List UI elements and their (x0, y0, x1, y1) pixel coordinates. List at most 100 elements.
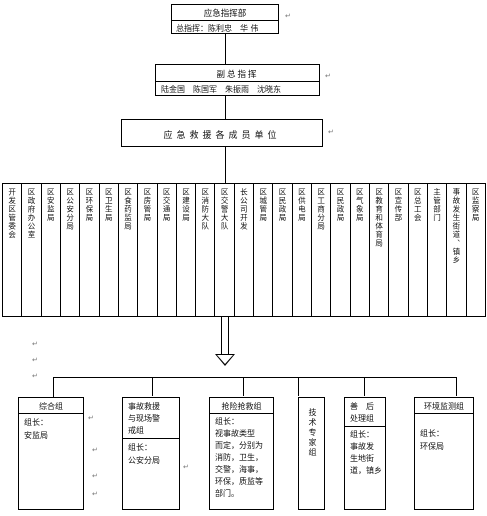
aftermath-group-title: 处理组 (350, 414, 374, 423)
emergency-rescue-group-box: 抢险抢救组 组长： 视事故类型 而定，分别为 消防，卫生， 交警，海事， 环保，… (209, 397, 274, 510)
member-unit-label: 事故发生街道、镇乡 (451, 188, 461, 265)
deputy-commander-title: 副总指挥 (216, 70, 259, 80)
emergency-rescue-text: 视事故类型 (215, 429, 255, 438)
paragraph-mark: ↵ (92, 446, 98, 454)
member-unit-cell: 区食药监局 (117, 184, 137, 316)
member-unit-label: 区消防大队 (200, 188, 210, 231)
member-unit-label: 区供电局 (297, 188, 307, 222)
member-unit-label: 区教育和体育局 (374, 188, 384, 248)
member-unit-label: 区宣传部 (393, 188, 403, 222)
member-unit-label: 开发区管委会 (7, 188, 17, 239)
member-unit-cell: 区民政局 (272, 184, 291, 316)
rescue-cordon-group-title: 与现场警 (128, 414, 160, 423)
member-unit-label: 区工商分局 (316, 188, 326, 231)
member-unit-cell: 区气象局 (349, 184, 369, 316)
aftermath-text: 事故发 (350, 442, 374, 451)
member-unit-cell: 区总工会 (407, 184, 427, 316)
connector-line (152, 377, 153, 396)
emergency-rescue-text: 而定，分别为 (215, 441, 263, 450)
divider (210, 413, 273, 414)
member-unit-cell: 区房管局 (137, 184, 156, 316)
member-unit-cell: 长公司开发 (233, 184, 253, 316)
member-unit-cell: 区交通局 (156, 184, 176, 316)
rescue-cordon-group-title: 事故救援 (128, 402, 160, 411)
member-unit-cell: 主管部门 (426, 184, 446, 316)
paragraph-mark: ↵ (325, 72, 331, 80)
member-unit-cell: 区宣传部 (388, 184, 407, 316)
connector-line (456, 377, 457, 396)
member-unit-label: 区环保局 (84, 188, 94, 222)
aftermath-text: 生地街 (350, 454, 374, 463)
paragraph-mark: ↵ (285, 12, 291, 20)
member-unit-cell: 事故发生街道、镇乡 (446, 184, 465, 316)
emergency-rescue-leader-label: 组长： (215, 417, 239, 426)
rescue-cordon-leader-label: 组长： (128, 443, 152, 452)
paragraph-mark: ↵ (183, 463, 189, 471)
paragraph-mark: ↵ (32, 340, 38, 348)
member-units-title: 应急救援各成员单位 (163, 131, 281, 141)
divider (123, 438, 179, 439)
emergency-rescue-text: 消防，卫生， (215, 453, 263, 462)
rescue-cordon-leader: 公安分局 (128, 456, 160, 465)
member-unit-cell: 区政府办公室 (21, 184, 40, 316)
connector-line (225, 96, 226, 119)
general-group-box: 综合组 组长： 安监局 (18, 397, 84, 510)
connector-line (53, 377, 54, 397)
environment-monitor-group-box: 环境监测组 组长： 环保局 (414, 397, 474, 510)
deputy-commander-names: 陆金国 陈国军 朱振雨 沈晓东 (161, 85, 281, 94)
connector-line (225, 34, 226, 64)
connector-line (364, 377, 365, 396)
member-unit-cell: 区公安分局 (59, 184, 79, 316)
deputy-commander-box: 副总指挥 陆金国 陈国军 朱振雨 沈晓东 (155, 64, 320, 96)
commander-names: 总指挥：陈利忠 华 伟 (176, 24, 259, 33)
emergency-rescue-text: 交警，海事， (215, 465, 263, 474)
member-unit-label: 区监察局 (471, 188, 481, 222)
member-unit-label: 长公司开发 (239, 188, 249, 231)
member-unit-cell: 区消防大队 (195, 184, 214, 316)
member-unit-label: 区卫生局 (104, 188, 114, 222)
environment-monitor-group-title: 环境监测组 (424, 402, 464, 411)
divider (156, 81, 319, 82)
member-unit-cell: 区卫生局 (98, 184, 118, 316)
member-unit-label: 区政府办公室 (26, 188, 36, 239)
member-unit-label: 主管部门 (432, 188, 442, 222)
member-unit-label: 区房管局 (142, 188, 152, 222)
member-unit-cell: 区教育和体育局 (368, 184, 388, 316)
environment-monitor-leader: 环保局 (420, 442, 444, 451)
down-arrow-shaft (221, 317, 229, 355)
member-unit-cell: 区安监局 (40, 184, 60, 316)
aftermath-group-title: 善 后 (350, 402, 374, 411)
member-unit-cell: 区建设局 (175, 184, 195, 316)
member-unit-cell: 区监察局 (465, 184, 485, 316)
tech-expert-group-box: 技术专家组 (298, 397, 325, 510)
member-units-title-box: 应急救援各成员单位 (121, 119, 323, 147)
emergency-rescue-group-title: 抢险抢救组 (221, 402, 262, 411)
member-unit-label: 区城管局 (258, 188, 268, 222)
member-unit-label: 区民政局 (335, 188, 345, 222)
aftermath-group-box: 善 后 处理组 组长： 事故发 生地街 道，镇乡 (344, 397, 386, 510)
member-unit-label: 区交通局 (162, 188, 172, 222)
member-unit-cell: 区城管局 (253, 184, 272, 316)
rescue-cordon-group-box: 事故救援 与现场警 戒组 组长： 公安分局 (122, 397, 180, 510)
general-group-leader-label: 组长： (24, 418, 48, 427)
member-unit-label: 区公安分局 (65, 188, 75, 231)
divider (172, 20, 278, 21)
aftermath-text: 道，镇乡 (350, 466, 382, 475)
member-unit-cell: 区供电局 (291, 184, 311, 316)
member-unit-label: 区气象局 (355, 188, 365, 222)
paragraph-mark: ↵ (92, 490, 98, 498)
paragraph-mark: ↵ (32, 372, 38, 380)
member-unit-cell: 区环保局 (79, 184, 98, 316)
rescue-cordon-group-title: 戒组 (128, 426, 144, 435)
paragraph-mark: ↵ (88, 414, 94, 422)
emergency-rescue-text: 环保，质监等 (215, 477, 263, 486)
member-unit-cell: 区工商分局 (311, 184, 330, 316)
member-unit-label: 区安监局 (46, 188, 56, 222)
aftermath-leader-label: 组长： (350, 430, 374, 439)
member-unit-cell: 区交警大队 (214, 184, 233, 316)
member-units-row: 开发区管委会区政府办公室区安监局区公安分局区环保局区卫生局区食药监局区房管局区交… (2, 183, 486, 317)
command-center-box: 应急指挥部 总指挥：陈利忠 华 伟 (171, 4, 279, 34)
general-group-title: 综合组 (39, 402, 63, 411)
member-unit-label: 区食药监局 (123, 188, 133, 231)
member-unit-label: 区民政局 (278, 188, 288, 222)
